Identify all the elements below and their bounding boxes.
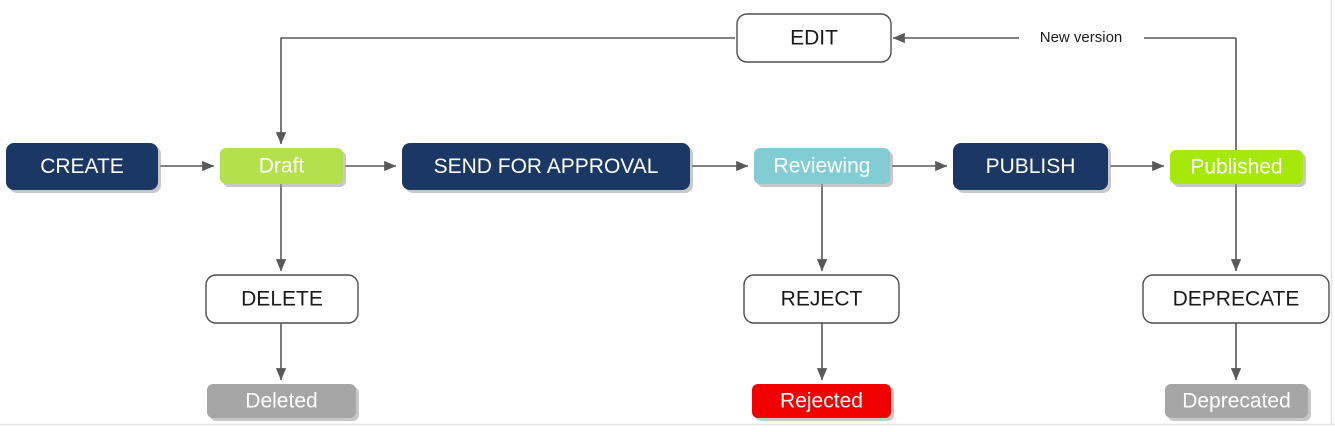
edge-segment bbox=[275, 37, 735, 145]
node-label-publish: PUBLISH bbox=[986, 155, 1076, 178]
node-reviewing[interactable]: Reviewing bbox=[754, 148, 893, 187]
node-send[interactable]: SEND FOR APPROVAL bbox=[402, 143, 693, 193]
edge-label-layer: New version bbox=[1040, 29, 1123, 46]
node-label-edit: EDIT bbox=[790, 27, 838, 50]
node-label-reject: REJECT bbox=[781, 288, 863, 311]
node-layer: CREATE Draft SEND FOR APPROVAL Reviewing PUB… bbox=[6, 13, 1330, 421]
edge-layer bbox=[160, 32, 1242, 381]
node-label-deprecate: DEPRECATE bbox=[1173, 288, 1300, 311]
node-published[interactable]: Published bbox=[1170, 150, 1306, 187]
node-edit[interactable]: EDIT bbox=[736, 13, 892, 63]
node-label-deleted: Deleted bbox=[245, 390, 317, 413]
node-publish[interactable]: PUBLISH bbox=[953, 143, 1111, 193]
node-deleted[interactable]: Deleted bbox=[207, 384, 359, 421]
node-deprecate[interactable]: DEPRECATE bbox=[1142, 274, 1330, 324]
node-rejected[interactable]: Rejected bbox=[752, 384, 894, 421]
node-label-delete: DELETE bbox=[241, 288, 323, 311]
node-draft[interactable]: Draft bbox=[220, 148, 346, 187]
node-label-create: CREATE bbox=[40, 155, 124, 178]
edge-edit-draft bbox=[275, 37, 735, 145]
node-label-rejected: Rejected bbox=[780, 390, 863, 413]
node-label-reviewing: Reviewing bbox=[774, 155, 871, 178]
node-label-draft: Draft bbox=[259, 155, 305, 178]
node-create[interactable]: CREATE bbox=[6, 143, 161, 193]
node-deprecated[interactable]: Deprecated bbox=[1165, 384, 1311, 421]
node-label-deprecated: Deprecated bbox=[1182, 390, 1291, 413]
node-delete[interactable]: DELETE bbox=[205, 274, 359, 324]
node-label-send: SEND FOR APPROVAL bbox=[434, 155, 659, 178]
new-version-label: New version bbox=[1040, 29, 1123, 46]
node-reject[interactable]: REJECT bbox=[743, 274, 900, 324]
node-label-published: Published bbox=[1190, 156, 1282, 179]
